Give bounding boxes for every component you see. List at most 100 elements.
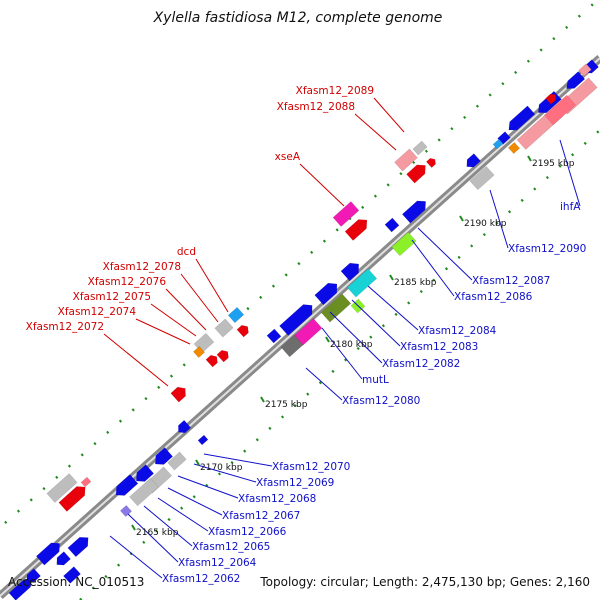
gene-shape — [406, 164, 426, 184]
gene-shape — [115, 474, 139, 496]
gene-feature — [394, 148, 418, 172]
gene-shape — [129, 477, 159, 507]
gene-feature — [406, 164, 426, 184]
gene-shape — [80, 476, 92, 488]
leader-line — [193, 463, 257, 483]
gene-feature — [35, 542, 60, 566]
gene-feature — [346, 268, 378, 298]
gene-shape — [214, 318, 234, 338]
tick-label: 2180 kbp — [330, 340, 373, 350]
leader-line — [157, 497, 209, 532]
gene-shape — [544, 94, 576, 126]
gene-feature — [391, 231, 417, 257]
gene-feature — [578, 63, 592, 77]
gene-label-forward: Xfasm12_2066 — [208, 526, 287, 538]
gene-shape — [136, 464, 155, 482]
gene-shape — [566, 71, 586, 89]
gene-feature — [129, 477, 159, 507]
genome-backbone-highlight — [0, 57, 600, 597]
gene-feature — [332, 201, 360, 227]
gene-feature — [136, 464, 155, 482]
tick-mark — [325, 336, 330, 343]
gene-feature — [67, 536, 89, 558]
gene-feature — [115, 474, 139, 496]
gene-shape — [346, 268, 378, 298]
accession-text: Accession: NC_010513 — [8, 575, 144, 589]
gene-label-forward: Xfasm12_2083 — [400, 341, 478, 353]
gene-shape — [35, 542, 60, 566]
gene-shape — [401, 200, 426, 224]
leader-line — [559, 139, 581, 207]
leader-line — [195, 258, 229, 313]
gene-label-forward: mutL — [362, 374, 389, 386]
gene-label-reverse: Xfasm12_2075 — [73, 291, 151, 303]
gene-feature — [216, 350, 229, 363]
gene-shape — [508, 105, 536, 131]
gene-feature — [466, 153, 481, 168]
gene-feature — [314, 282, 338, 306]
gene-label-forward: Xfasm12_2080 — [342, 395, 420, 407]
gene-feature — [26, 568, 41, 583]
gene-shape — [545, 93, 557, 105]
tick-label: 2175 kbp — [265, 400, 308, 410]
gene-feature — [167, 451, 187, 471]
leader-line — [180, 273, 219, 323]
gene-label-reverse: Xfasm12_2074 — [58, 306, 137, 318]
tick-mark — [195, 459, 200, 466]
gene-label-forward: Xfasm12_2069 — [256, 477, 334, 489]
gene-shape — [58, 486, 86, 512]
gene-shape — [170, 386, 186, 403]
gene-label-forward: ihfA — [560, 201, 581, 213]
leader-line — [203, 453, 273, 467]
gene-feature — [508, 105, 536, 131]
gene-label-forward: Xfasm12_2062 — [162, 573, 240, 585]
gene-shape — [67, 536, 89, 558]
leader-line — [299, 163, 345, 207]
gene-feature — [56, 551, 71, 566]
leader-line — [150, 303, 197, 337]
gene-label-forward: Xfasm12_2082 — [382, 358, 460, 370]
map-title: Xylella fastidiosa M12, complete genome — [153, 10, 443, 26]
gene-shape — [394, 148, 418, 172]
gene-label-forward: Xfasm12_2084 — [418, 325, 497, 337]
leader-line — [321, 327, 363, 380]
gene-shape — [469, 165, 495, 191]
gene-label-reverse: Xfasm12_2072 — [26, 321, 104, 333]
gene-feature — [544, 94, 576, 126]
gene-feature — [8, 579, 32, 600]
gene-shape — [56, 551, 71, 566]
leader-line — [373, 97, 405, 133]
gene-shape — [412, 140, 428, 156]
gene-feature — [340, 262, 359, 282]
tick-mark — [131, 524, 136, 531]
leader-line — [417, 227, 473, 281]
gene-feature — [425, 157, 436, 169]
gene-shape — [236, 325, 249, 338]
gene-shape — [492, 138, 504, 150]
gene-feature — [46, 473, 78, 503]
gene-label-reverse: Xfasm12_2078 — [103, 261, 181, 273]
gene-feature — [227, 306, 245, 324]
leader-line — [127, 513, 179, 563]
gene-shape — [192, 345, 206, 359]
gene-feature — [566, 71, 586, 89]
gene-feature — [279, 304, 313, 336]
gene-shape — [197, 434, 209, 446]
topology-text: Topology: circular; Length: 2,475,130 bp… — [259, 575, 590, 589]
gene-shape — [178, 419, 192, 434]
leader-line — [109, 535, 163, 579]
gene-feature — [344, 219, 368, 241]
gene-shape — [227, 306, 245, 324]
tick-label: 2185 kbp — [394, 278, 437, 288]
tick-mark — [459, 215, 464, 222]
gene-label-reverse: dcd — [177, 246, 196, 258]
leader-line — [367, 285, 419, 331]
gene-feature — [58, 486, 86, 512]
leader-line — [329, 311, 383, 364]
gene-shape — [46, 473, 78, 503]
gene-label-forward: Xfasm12_2090 — [508, 243, 586, 255]
gene-shape — [280, 334, 304, 358]
gene-shape — [344, 219, 368, 241]
leader-line — [135, 318, 191, 345]
